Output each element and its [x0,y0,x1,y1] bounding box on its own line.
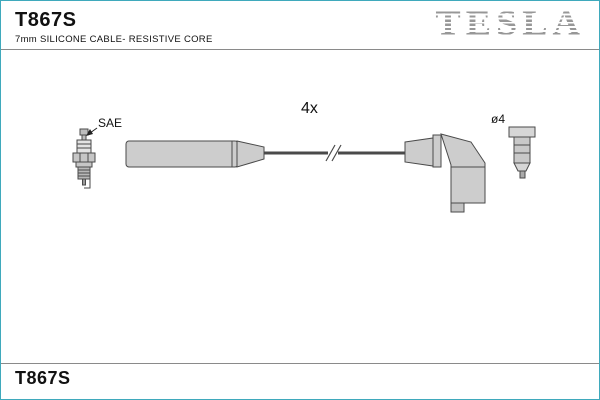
spark-plug-drawing [72,128,96,189]
footer-divider [1,363,599,364]
footer-part-number: T867S [15,368,71,388]
diameter-label: ø4 [491,112,505,126]
quantity-label: 4x [301,100,318,117]
cable-wire [264,144,407,162]
sae-arrowhead [86,129,93,136]
ignition-cable-kit-diagram: SAE 4x ø4 [72,100,536,213]
part-number: T867S [15,9,77,31]
tesla-brand-logo: TESLA [435,3,585,44]
header-divider [1,49,599,50]
angled-boot-drawing [404,133,486,213]
sae-label: SAE [98,116,122,130]
terminal-drawing [508,126,536,179]
straight-boot-drawing [125,140,265,168]
cable-spec-subtitle: 7mm SILICONE CABLE- RESISTIVE CORE [15,34,213,45]
